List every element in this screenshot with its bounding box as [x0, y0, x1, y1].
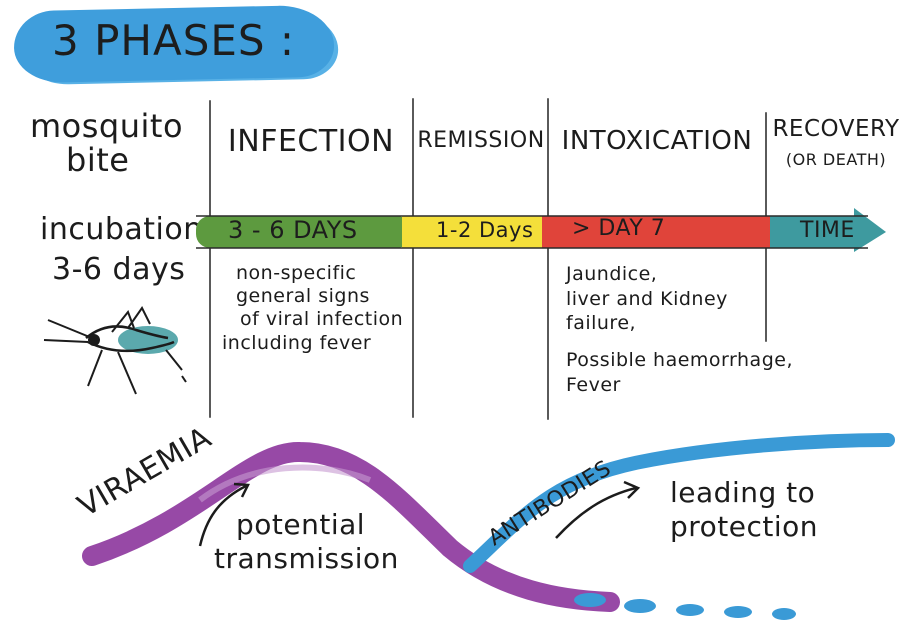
desc-line: failure,	[566, 312, 637, 335]
desc-line: of viral infection	[240, 308, 404, 331]
time-label: TIME	[800, 218, 855, 243]
segment-remission-label: 1-2 Days	[436, 218, 534, 242]
segment-infection-label: 3 - 6 DAYS	[228, 216, 358, 244]
antibodies-arrow-icon	[555, 486, 637, 539]
mosquito-illustration	[43, 306, 187, 395]
desc-line: Possible haemorrhage,	[566, 349, 793, 372]
phase-remission: REMISSION	[417, 128, 545, 153]
segment-remission	[402, 216, 552, 248]
arrow-head-icon	[854, 208, 886, 252]
divider-line	[209, 100, 211, 418]
timeline-arrow	[196, 208, 886, 252]
bite-line: bite	[66, 140, 130, 179]
antibodies-dash	[624, 599, 656, 613]
desc-line: including fever	[222, 331, 372, 354]
desc-line: Jaundice,	[566, 263, 658, 285]
incubation-label: incubation	[40, 212, 203, 247]
segment-time	[770, 216, 856, 248]
annotation-line: leading to	[670, 476, 816, 509]
divider-line	[412, 98, 414, 418]
page-title: 3 PHASES :	[52, 16, 296, 65]
infection-description: non-specific general signs of viral infe…	[222, 262, 403, 355]
antibodies-dash	[724, 606, 752, 618]
divider-line	[547, 98, 549, 420]
annotation-line: potential	[236, 508, 366, 541]
desc-line: general signs	[236, 285, 370, 308]
segment-infection	[196, 216, 411, 248]
mosquito-line: mosquito	[30, 107, 184, 145]
intoxication-description: Jaundice, liver and Kidney failure, Poss…	[566, 262, 793, 397]
antibodies-annotation: leading to protection	[670, 476, 818, 543]
annotation-line: transmission	[214, 541, 399, 575]
antibodies-curve	[463, 433, 895, 573]
mosquito-bite-label: mosquito bite	[30, 107, 184, 179]
incubation-duration: 3-6 days	[52, 252, 186, 287]
annotation-line: protection	[670, 509, 819, 543]
phase-recovery: RECOVERY	[772, 116, 900, 142]
phase-intoxication: INTOXICATION	[561, 126, 753, 156]
segment-intoxication	[542, 216, 778, 248]
viraemia-arrow-icon	[198, 484, 247, 547]
phase-infection: INFECTION	[227, 124, 395, 159]
antibodies-dash	[772, 608, 796, 620]
desc-line: liver and Kidney	[566, 287, 728, 310]
desc-line: Fever	[566, 373, 621, 396]
viraemia-annotation: potential transmission	[214, 508, 399, 575]
antibodies-dash	[676, 604, 704, 616]
antibodies-dash	[574, 593, 606, 607]
phase-recovery-note: (OR DEATH)	[785, 150, 887, 169]
desc-line: non-specific	[236, 262, 357, 284]
segment-intoxication-label: > DAY 7	[572, 216, 666, 241]
